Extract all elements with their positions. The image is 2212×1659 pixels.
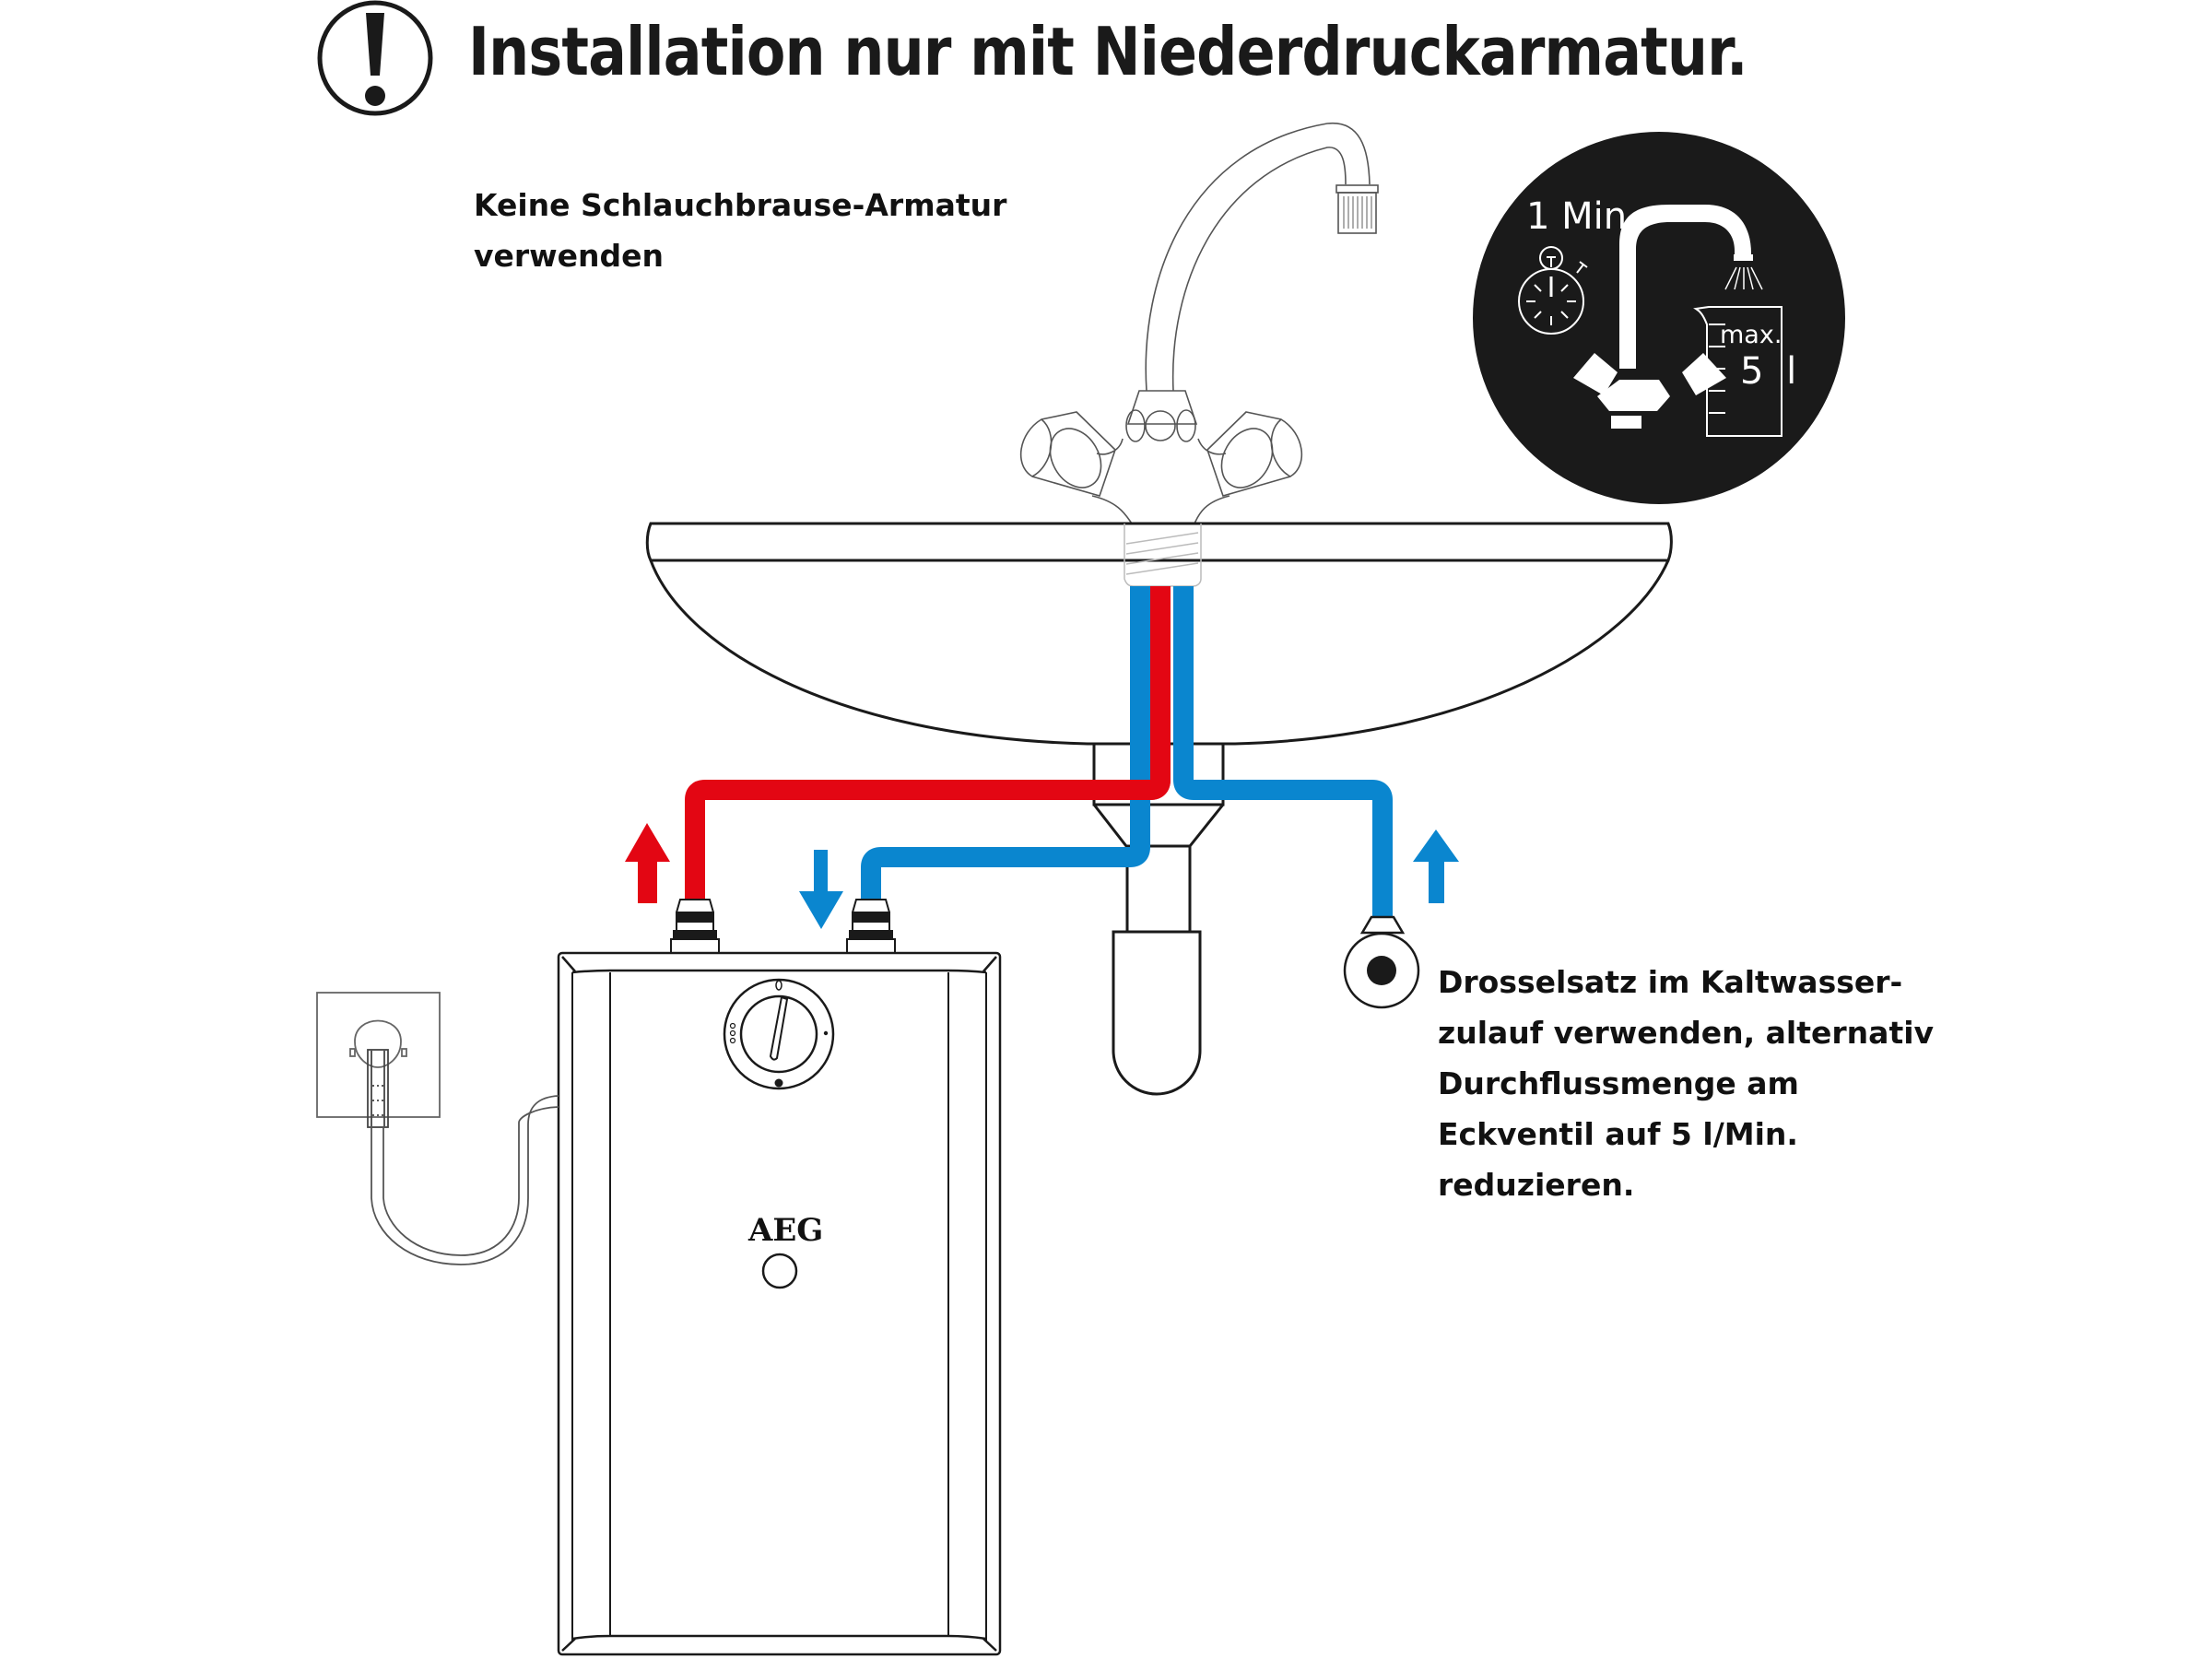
hot-outlet-connector xyxy=(670,899,720,954)
page-title: Installation nur mit Niederdruckarmatur. xyxy=(468,13,1747,90)
valve-note-line: Durchflussmenge am xyxy=(1438,1065,1799,1101)
volume-label-value: 5 l xyxy=(1740,350,1803,393)
faucet-note-line: Keine Schlauchbrause-Armatur xyxy=(474,187,1007,223)
water-heater xyxy=(557,951,1002,1656)
faucet-note-line: verwenden xyxy=(474,238,665,274)
time-label: 1 Min. xyxy=(1526,195,1639,238)
flow-test-badge xyxy=(1473,132,1845,504)
volume-label-max: max. xyxy=(1720,321,1783,349)
faucet-drawing xyxy=(1019,122,1379,524)
stopwatch-icon xyxy=(1518,246,1588,335)
valve-note: Drosselsatz im Kaltwasser- zulauf verwen… xyxy=(1438,957,1934,1210)
measuring-beaker-icon xyxy=(1693,306,1783,437)
valve-note-line: Drosselsatz im Kaltwasser- xyxy=(1438,964,1903,1000)
arrow-down-icon xyxy=(799,850,843,929)
hot-water-pipe-riser xyxy=(1088,586,1171,800)
arrow-up-icon xyxy=(625,823,670,903)
exclamation-circle-icon xyxy=(317,0,433,116)
faucet-shank xyxy=(1124,524,1202,587)
cold-inlet-connector xyxy=(846,899,896,954)
angle-valve xyxy=(1343,915,1420,1009)
temperature-dial[interactable] xyxy=(723,978,835,1090)
arrow-up-icon xyxy=(1413,830,1459,903)
faucet-note: Keine Schlauchbrause-Armatur verwenden xyxy=(474,180,1006,281)
power-plug xyxy=(367,1049,389,1128)
faucet-icon xyxy=(1573,205,1753,429)
valve-note-line: reduzieren. xyxy=(1438,1167,1635,1203)
indicator-lamp xyxy=(761,1253,798,1289)
brand-logo: AEG xyxy=(748,1212,824,1249)
water-spray-icon xyxy=(1724,266,1763,290)
wall-socket xyxy=(316,992,441,1118)
power-cord xyxy=(371,1095,559,1265)
valve-note-line: Eckventil auf 5 l/Min. xyxy=(1438,1116,1798,1152)
cold-water-pipes xyxy=(861,586,1393,917)
valve-note-line: zulauf verwenden, alternativ xyxy=(1438,1015,1935,1051)
